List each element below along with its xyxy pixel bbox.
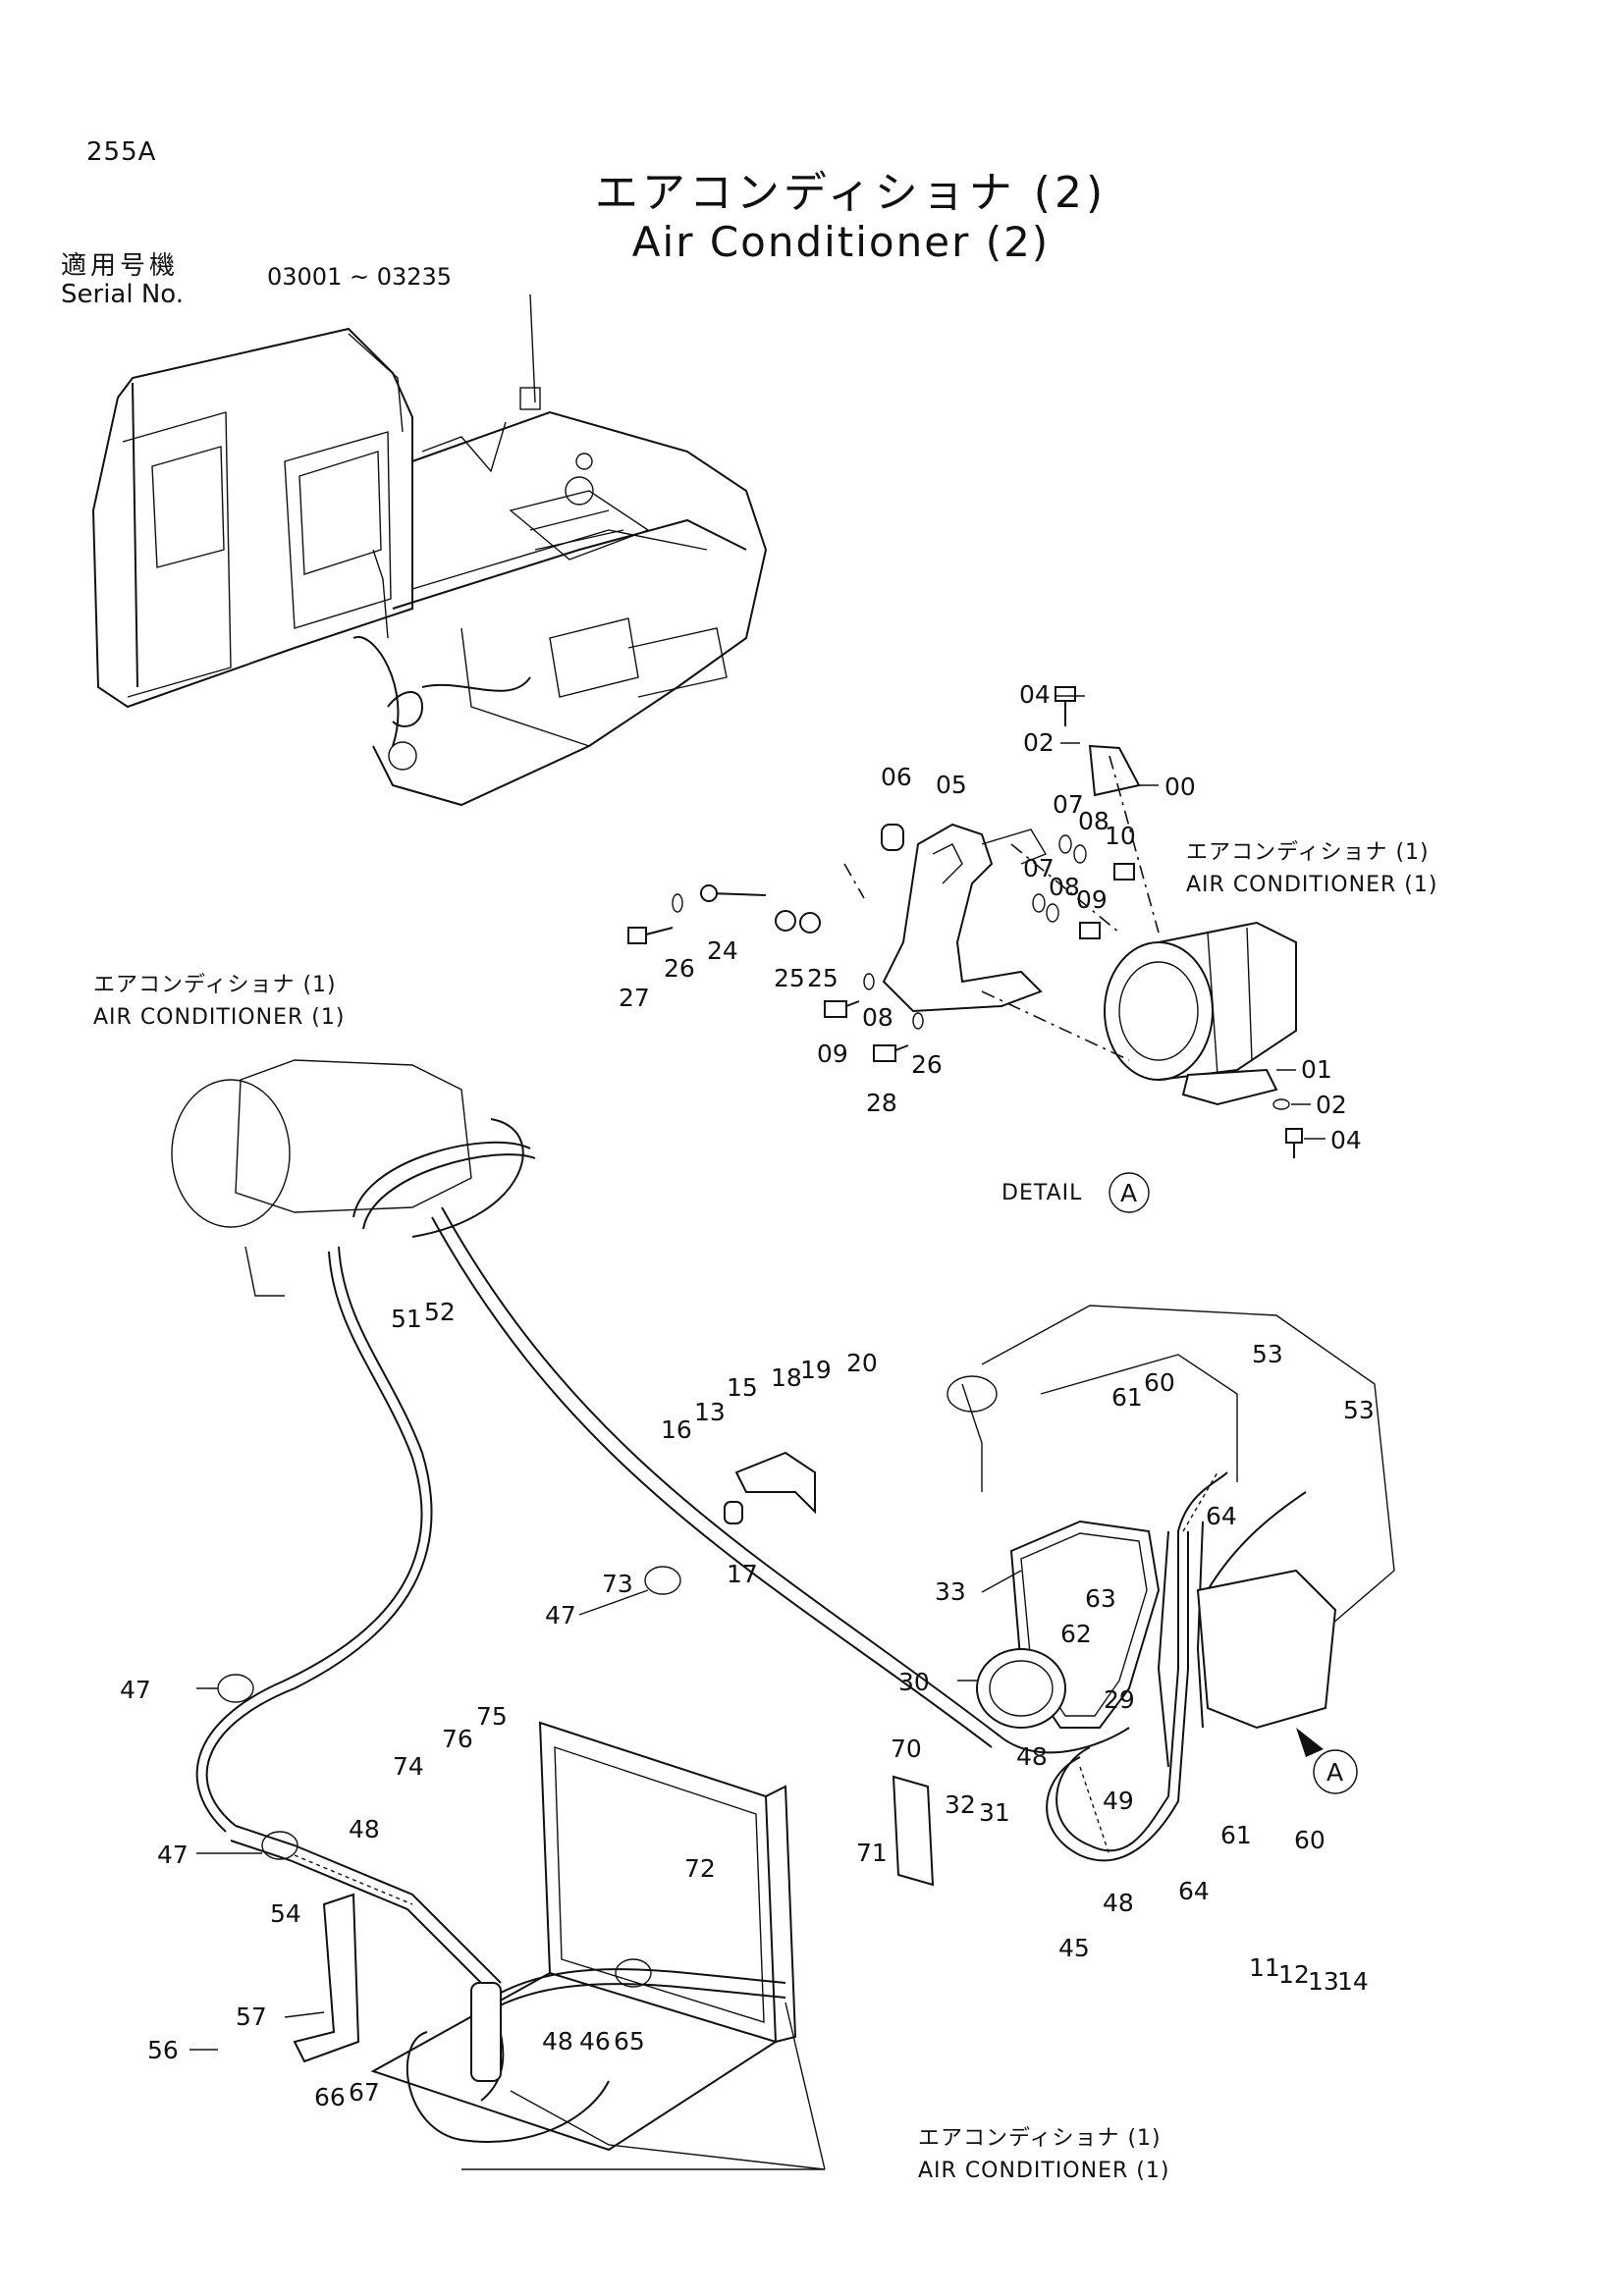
part-label: 12 — [1278, 1960, 1310, 1989]
serial-label-japanese: 適用号機 — [61, 251, 180, 281]
ac1-note-bottom-jp: エアコンディショナ (1) — [918, 2126, 1162, 2151]
part-label: 14 — [1337, 1967, 1369, 1996]
part-label: 26 — [911, 1050, 943, 1079]
part-label: 28 — [866, 1089, 897, 1117]
part-label: 16 — [661, 1415, 692, 1444]
part-label: 25 — [807, 964, 839, 992]
part-label: 71 — [856, 1839, 888, 1867]
detail-mark: A — [1120, 1179, 1137, 1207]
part-label: 25 — [774, 964, 805, 992]
title-japanese: エアコンディショナ (2) — [594, 168, 1108, 218]
callout-a-mark: A — [1326, 1758, 1343, 1787]
part-label: 76 — [442, 1725, 473, 1753]
part-label: 47 — [545, 1601, 576, 1629]
engine-belt-assembly — [293, 1305, 1395, 2152]
part-label: 01 — [1301, 1055, 1332, 1084]
detail-mark-circle — [1109, 1172, 1150, 1213]
part-label: 70 — [891, 1735, 922, 1763]
part-label: 47 — [120, 1676, 151, 1704]
part-label: 05 — [936, 771, 967, 799]
excavator-overview — [91, 294, 768, 807]
part-label: 09 — [1076, 885, 1108, 914]
ac1-note-left-en: AIR CONDITIONER (1) — [93, 1005, 345, 1030]
detail-a-bracket-assembly — [627, 686, 1303, 1158]
part-label: 48 — [542, 2027, 573, 2056]
part-label: 32 — [945, 1790, 976, 1819]
part-label: 52 — [424, 1298, 456, 1326]
part-label: 60 — [1294, 1826, 1325, 1854]
hose-routing — [171, 1059, 1307, 2143]
part-label: 06 — [881, 763, 912, 791]
leader-lines — [189, 695, 1325, 2170]
part-label: 08 — [1078, 807, 1109, 835]
detail-label: DETAIL — [1001, 1181, 1082, 1205]
part-label: 64 — [1206, 1502, 1237, 1530]
part-label: 19 — [800, 1356, 832, 1384]
part-label: 53 — [1343, 1396, 1375, 1424]
part-label: 18 — [771, 1363, 802, 1392]
part-label: 63 — [1085, 1584, 1116, 1613]
part-label: 49 — [1103, 1787, 1134, 1815]
part-label: 73 — [602, 1570, 633, 1598]
part-label: 11 — [1249, 1953, 1280, 1982]
part-label: 04 — [1019, 680, 1051, 709]
part-label: 61 — [1111, 1383, 1143, 1412]
part-label: 02 — [1316, 1091, 1347, 1119]
part-label: 51 — [391, 1305, 422, 1333]
part-label: 75 — [476, 1702, 508, 1731]
ac1-note-left-jp: エアコンディショナ (1) — [93, 973, 337, 997]
part-label: 57 — [236, 2002, 267, 2031]
part-label: 08 — [1049, 873, 1080, 901]
part-label: 67 — [349, 2078, 380, 2107]
part-labels: 04 02 00 06 05 07 08 10 07 08 09 24 26 2… — [120, 680, 1375, 2111]
part-label: 66 — [314, 2083, 346, 2111]
part-label: 17 — [727, 1560, 758, 1588]
part-label: 04 — [1330, 1126, 1362, 1154]
part-label: 20 — [846, 1349, 878, 1377]
part-label: 07 — [1023, 854, 1055, 882]
part-label: 53 — [1252, 1340, 1283, 1368]
part-label: 74 — [393, 1752, 424, 1781]
part-label: 29 — [1104, 1685, 1135, 1714]
part-label: 46 — [579, 2027, 611, 2056]
part-label: 54 — [270, 1899, 301, 1928]
part-label: 48 — [1016, 1742, 1048, 1771]
part-label: 26 — [664, 954, 695, 983]
title-english: Air Conditioner (2) — [631, 218, 1051, 266]
part-label: 62 — [1060, 1620, 1092, 1648]
part-label: 07 — [1053, 790, 1084, 819]
part-label: 30 — [898, 1668, 930, 1696]
ac1-note-bottom-en: AIR CONDITIONER (1) — [918, 2159, 1169, 2183]
part-label: 10 — [1105, 822, 1136, 850]
part-label: 60 — [1144, 1368, 1175, 1397]
part-label: 61 — [1220, 1821, 1252, 1849]
ac1-note-top-en: AIR CONDITIONER (1) — [1186, 873, 1437, 897]
part-label: 72 — [684, 1854, 716, 1883]
part-label: 08 — [862, 1003, 893, 1032]
part-label: 48 — [1103, 1889, 1134, 1917]
part-label: 33 — [935, 1577, 966, 1606]
part-label: 64 — [1178, 1877, 1210, 1905]
part-label: 13 — [1308, 1967, 1339, 1996]
part-label: 31 — [979, 1798, 1010, 1827]
page-code: 255A — [86, 137, 157, 167]
part-label: 24 — [707, 936, 738, 965]
part-label: 15 — [727, 1373, 758, 1402]
part-label: 47 — [157, 1841, 189, 1869]
part-label: 65 — [614, 2027, 645, 2056]
part-label: 45 — [1058, 1934, 1090, 1962]
serial-range: 03001 ~ 03235 — [267, 263, 453, 291]
serial-label-english: Serial No. — [61, 280, 184, 309]
part-label: 48 — [349, 1815, 380, 1843]
part-label: 56 — [147, 2036, 179, 2064]
part-label: 27 — [619, 984, 650, 1012]
part-label: 02 — [1023, 728, 1055, 757]
part-label: 09 — [817, 1040, 848, 1068]
part-label: 13 — [694, 1398, 726, 1426]
part-label: 00 — [1164, 773, 1196, 801]
ac1-note-top-jp: エアコンディショナ (1) — [1186, 840, 1430, 865]
